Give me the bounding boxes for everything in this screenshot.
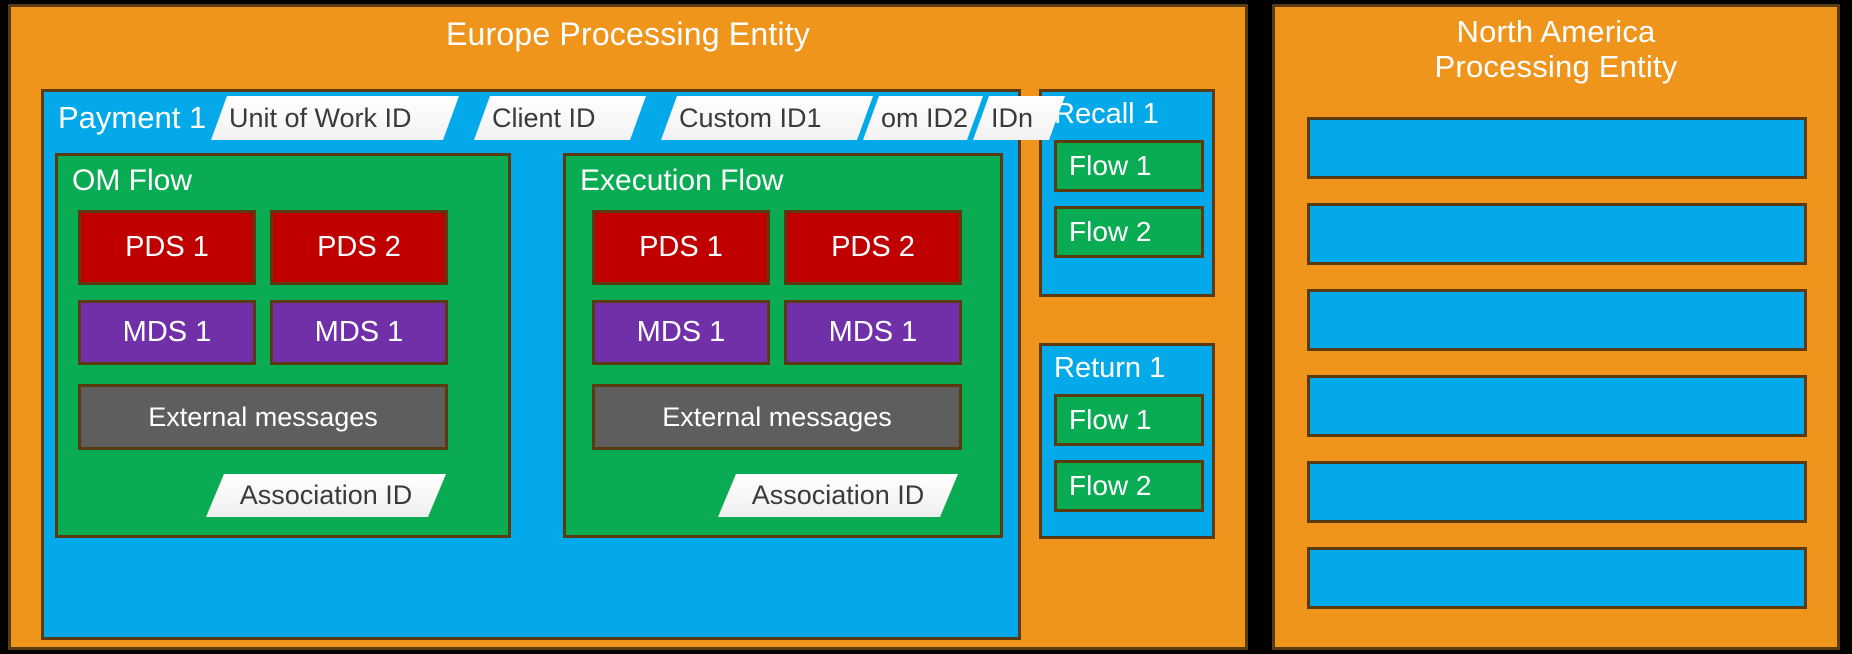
execution-flow-mds-2[interactable]: MDS 1	[784, 300, 962, 365]
north-america-processing-entity-panel: North America Processing Entity	[1272, 4, 1840, 650]
return-1-flow-2[interactable]: Flow 2	[1054, 460, 1204, 512]
om-flow-association-id-tag[interactable]: Association ID	[206, 474, 446, 517]
execution-flow-mds-1[interactable]: MDS 1	[592, 300, 770, 365]
tag-custom-id1[interactable]: Custom ID1	[661, 96, 873, 140]
north-america-slot-4[interactable]	[1307, 375, 1807, 437]
europe-processing-entity-panel: Europe Processing Entity Payment 1 Unit …	[8, 4, 1248, 650]
north-america-slot-1[interactable]	[1307, 117, 1807, 179]
tag-unit-of-work-id[interactable]: Unit of Work ID	[211, 96, 459, 140]
execution-flow-external-messages[interactable]: External messages	[592, 384, 962, 450]
tag-client-id[interactable]: Client ID	[474, 96, 646, 140]
om-flow-external-messages[interactable]: External messages	[78, 384, 448, 450]
om-flow-pds-1[interactable]: PDS 1	[78, 210, 256, 285]
return-1-flow-1[interactable]: Flow 1	[1054, 394, 1204, 446]
om-flow-pds-2[interactable]: PDS 2	[270, 210, 448, 285]
north-america-entity-title: North America Processing Entity	[1434, 14, 1678, 84]
execution-flow-association-id-tag[interactable]: Association ID	[718, 474, 958, 517]
payment-1-label: Payment 1	[58, 100, 207, 135]
recall-1-flow-1[interactable]: Flow 1	[1054, 140, 1204, 192]
tag-custom-idn[interactable]: IDn	[973, 96, 1065, 140]
recall-1-flow-2[interactable]: Flow 2	[1054, 206, 1204, 258]
execution-flow-pds-1[interactable]: PDS 1	[592, 210, 770, 285]
om-flow-mds-2[interactable]: MDS 1	[270, 300, 448, 365]
recall-1-label: Recall 1	[1054, 98, 1159, 130]
execution-flow-container[interactable]: Execution Flow PDS 1 PDS 2 MDS 1 MDS 1 E…	[563, 153, 1003, 538]
north-america-slot-3[interactable]	[1307, 289, 1807, 351]
europe-entity-title: Europe Processing Entity	[445, 16, 811, 52]
tag-custom-id2[interactable]: om ID2	[863, 96, 983, 140]
execution-flow-title: Execution Flow	[580, 164, 784, 197]
execution-flow-pds-2[interactable]: PDS 2	[784, 210, 962, 285]
om-flow-mds-1[interactable]: MDS 1	[78, 300, 256, 365]
north-america-slot-2[interactable]	[1307, 203, 1807, 265]
om-flow-container[interactable]: OM Flow PDS 1 PDS 2 MDS 1 MDS 1 External…	[55, 153, 511, 538]
return-1-label: Return 1	[1054, 352, 1166, 384]
north-america-slot-5[interactable]	[1307, 461, 1807, 523]
om-flow-title: OM Flow	[72, 164, 192, 197]
return-1-container[interactable]: Return 1 Flow 1 Flow 2	[1039, 343, 1215, 539]
north-america-slot-6[interactable]	[1307, 547, 1807, 609]
recall-1-container[interactable]: Recall 1 Flow 1 Flow 2	[1039, 89, 1215, 297]
